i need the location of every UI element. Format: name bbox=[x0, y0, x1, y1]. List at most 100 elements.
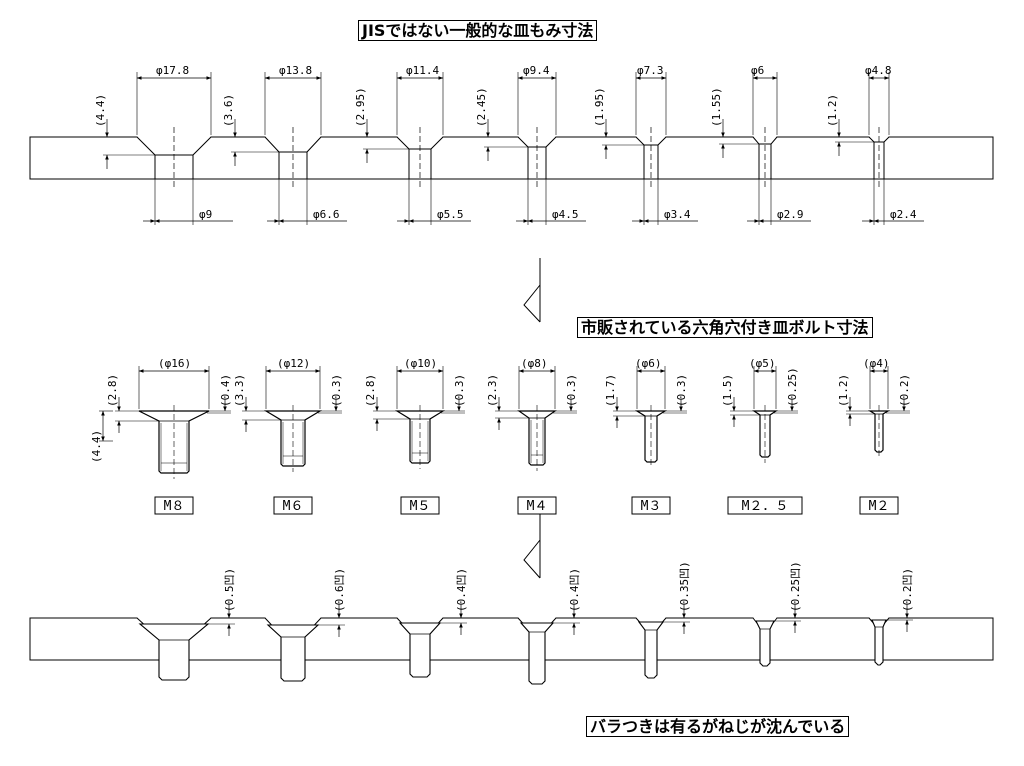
bolt: (φ12) (3.3) (0.3) M６ bbox=[233, 357, 343, 515]
bolt-size-label: M５ bbox=[410, 499, 431, 514]
countersink-hole: φ4.8 φ2.4 (1.2) bbox=[826, 64, 924, 225]
hole-diameter-label: φ6.6 bbox=[313, 208, 340, 221]
head-diameter-label: (φ12) bbox=[277, 357, 310, 370]
bolt-outline bbox=[519, 622, 555, 685]
title-countersink: JISではない一般的な皿もみ寸法 bbox=[358, 20, 598, 41]
sunk-bolt: (0.5凹) bbox=[136, 568, 236, 681]
head-diameter-label: (φ4) bbox=[863, 357, 890, 370]
hole-diameter-label: φ2.4 bbox=[890, 208, 917, 221]
sunk-bolt: (0.6凹) bbox=[264, 568, 346, 682]
countersink-row: φ17.8φ9(4.4)φ13.8φ6.6(3.6)φ11.4φ5.5(2.95… bbox=[94, 64, 924, 225]
bolt-size-label: M２．５ bbox=[742, 499, 789, 514]
sunk-bolt: (0.35凹) bbox=[635, 561, 691, 679]
top-diameter-label: φ6 bbox=[751, 64, 764, 77]
head-height-label: (1.5) bbox=[721, 374, 734, 407]
head-diameter-label: (φ6) bbox=[635, 357, 662, 370]
depth-label: (1.95) bbox=[593, 87, 606, 127]
top-diameter-label: φ17.8 bbox=[156, 64, 189, 77]
bolt-outline bbox=[867, 410, 891, 453]
hole-diameter-label: φ3.4 bbox=[664, 208, 691, 221]
top-diameter-label: φ9.4 bbox=[523, 64, 550, 77]
down-arrow-1 bbox=[523, 258, 541, 323]
bolt: (φ16) (2.8) (0.4) (4.4) M８ bbox=[90, 357, 232, 515]
head-height-label: (2.8) bbox=[364, 374, 377, 407]
title-result: バラつきは有るがねじが沈んでいる bbox=[586, 716, 850, 737]
bolt-size-label: M６ bbox=[283, 499, 304, 514]
size-label-box bbox=[517, 496, 557, 515]
head-diameter-label: (φ16) bbox=[158, 357, 191, 370]
depth-label: (1.55) bbox=[710, 87, 723, 127]
bolt: (φ6) (1.7) (0.3) M３ bbox=[604, 357, 688, 515]
bolt-outline bbox=[637, 621, 665, 679]
bolt-outline bbox=[871, 619, 887, 666]
head-height-label: (2.8) bbox=[106, 374, 119, 407]
head-diameter-label: (φ8) bbox=[521, 357, 548, 370]
bolt-outline bbox=[138, 623, 210, 681]
size-label-box bbox=[154, 496, 194, 515]
depth-label: (1.2) bbox=[826, 94, 839, 127]
depth-label: (2.45) bbox=[475, 87, 488, 127]
head-diameter-label: (φ10) bbox=[404, 357, 437, 370]
hole-diameter-label: φ9 bbox=[199, 208, 212, 221]
head-height-label: (2.3) bbox=[486, 374, 499, 407]
head-diameter-label: (φ5) bbox=[749, 357, 776, 370]
top-diameter-label: φ4.8 bbox=[865, 64, 892, 77]
sunk-bolt: (0.4凹) bbox=[517, 568, 581, 685]
bolt: (φ8) (2.3) (0.3) M４ bbox=[486, 357, 578, 515]
head-height-label: (3.3) bbox=[233, 374, 246, 407]
sink-depth-label: (0.6凹) bbox=[333, 568, 346, 612]
bolt-size-label: M２ bbox=[869, 499, 890, 514]
sink-depth-label: (0.2凹) bbox=[901, 568, 914, 612]
bolt: (φ4) (1.2) (0.2) M２ bbox=[837, 357, 911, 515]
bolt-size-label: M３ bbox=[641, 499, 662, 514]
sunk-bolt: (0.2凹) bbox=[868, 568, 914, 666]
hole-diameter-label: φ2.9 bbox=[777, 208, 804, 221]
bolt: (φ10) (2.8) (0.3) M５ bbox=[364, 357, 466, 515]
edge-thickness-label: (0.25) bbox=[786, 367, 799, 407]
sink-depth-label: (0.4凹) bbox=[568, 568, 581, 612]
down-arrow-2 bbox=[523, 512, 541, 579]
countersink-hole: φ7.3 φ3.4 (1.95) bbox=[593, 64, 698, 225]
bolt-size-label: M８ bbox=[164, 499, 185, 514]
depth-label: (2.95) bbox=[354, 87, 367, 127]
bolt-outline bbox=[755, 620, 775, 667]
bolt-row: (φ16)(2.8)(0.4)(4.4)M８(φ12)(3.3)(0.3)M６(… bbox=[90, 357, 911, 515]
sunk-bolt-row: (0.5凹) (0.6凹) (0.4凹) (0.4凹) (0.35凹) (0.25凹) (0… bbox=[136, 561, 914, 685]
top-diameter-label: φ13.8 bbox=[279, 64, 312, 77]
top-diameter-label: φ7.3 bbox=[637, 64, 664, 77]
countersink-hole: φ13.8 φ6.6 (3.6) bbox=[222, 64, 347, 225]
depth-label: (3.6) bbox=[222, 94, 235, 127]
edge-thickness-label: (0.3) bbox=[330, 374, 343, 407]
top-plate bbox=[29, 136, 994, 180]
head-height-label: (1.2) bbox=[837, 374, 850, 407]
bolt: (φ5) (1.5) (0.25) M２．５ bbox=[721, 357, 803, 515]
edge-thickness-label: (0.3) bbox=[565, 374, 578, 407]
sink-depth-label: (0.5凹) bbox=[223, 568, 236, 612]
size-label-box bbox=[631, 496, 671, 515]
countersink-hole: φ9.4 φ4.5 (2.45) bbox=[475, 64, 586, 225]
edge-thickness-label: (0.3) bbox=[675, 374, 688, 407]
size-label-box bbox=[273, 496, 313, 515]
edge-thickness-label: (0.3) bbox=[453, 374, 466, 407]
sunk-bolt: (0.4凹) bbox=[396, 568, 468, 678]
sunk-bolt: (0.25凹) bbox=[752, 561, 802, 667]
sink-depth-label: (0.4凹) bbox=[455, 568, 468, 612]
head-height-label: (1.7) bbox=[604, 374, 617, 407]
edge-thickness-label: (0.2) bbox=[898, 374, 911, 407]
countersink-hole: φ17.8φ9(4.4) bbox=[94, 64, 233, 225]
size-label-box bbox=[859, 496, 899, 515]
bolt-outline bbox=[398, 622, 442, 678]
bolt-size-label: M４ bbox=[527, 499, 548, 514]
sink-depth-label: (0.35凹) bbox=[678, 561, 691, 612]
hole-diameter-label: φ4.5 bbox=[552, 208, 579, 221]
hole-diameter-label: φ5.5 bbox=[437, 208, 464, 221]
countersink-hole: φ6 φ2.9 (1.55) bbox=[710, 64, 811, 225]
bolt-outline bbox=[263, 410, 323, 467]
title-bolt: 市販されている六角穴付き皿ボルト寸法 bbox=[577, 317, 873, 338]
size-label-box bbox=[727, 496, 803, 515]
edge-thickness-label: (0.4) bbox=[219, 374, 232, 407]
sink-depth-label: (0.25凹) bbox=[789, 561, 802, 612]
total-height-label: (4.4) bbox=[90, 430, 103, 463]
top-diameter-label: φ11.4 bbox=[406, 64, 439, 77]
